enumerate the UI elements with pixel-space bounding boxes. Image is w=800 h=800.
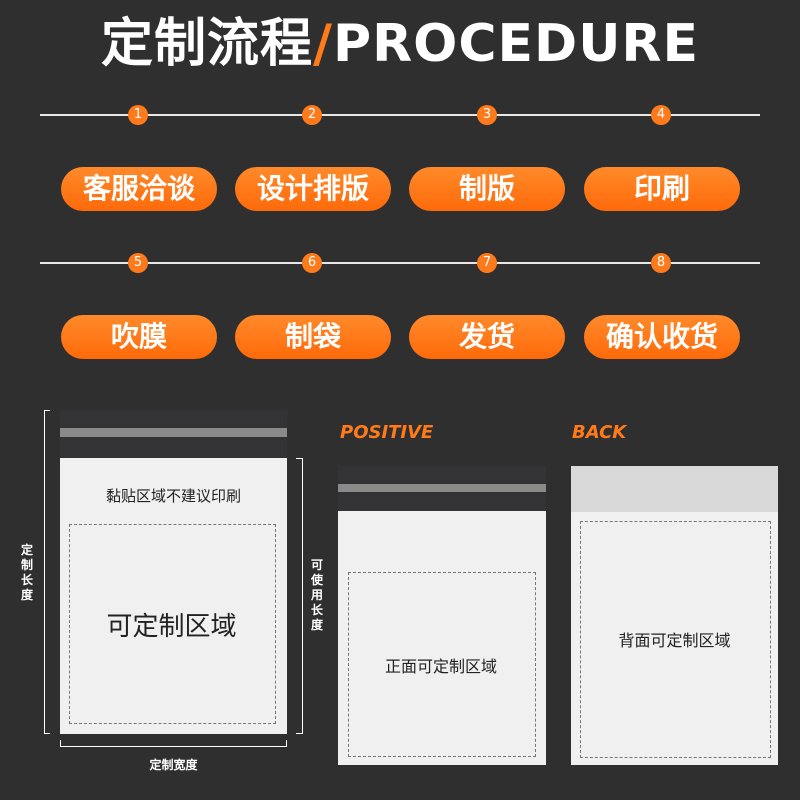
adhesive-strip [60, 428, 287, 437]
seal-note: 黏贴区域不建议印刷 [105, 487, 241, 505]
custom-area-label: 可定制区域 [106, 612, 237, 642]
width-bracket-left [60, 740, 61, 746]
width-bracket [60, 746, 287, 747]
page-title: 定制流程/PROCEDURE [0, 12, 800, 76]
step-number-8: 8 [651, 253, 671, 273]
step-pill-5: 吹膜 [61, 315, 217, 359]
positive-bag-body [338, 511, 546, 765]
back-bag-body [571, 512, 778, 765]
step-number-1: 1 [128, 105, 148, 125]
title-english: PROCEDURE [333, 14, 699, 74]
step-number-6: 6 [302, 253, 322, 273]
usable-bracket-bottom [296, 733, 302, 734]
back-flap [571, 466, 778, 512]
step-line-row-1 [40, 114, 760, 116]
step-pill-8: 确认收货 [584, 315, 740, 359]
length-bracket-bottom [44, 733, 50, 734]
step-number-5: 5 [128, 253, 148, 273]
length-bracket-top [44, 410, 50, 411]
positive-adhesive-strip [338, 484, 546, 492]
step-number-2: 2 [302, 105, 322, 125]
length-bracket [44, 410, 45, 734]
custom-area-box [69, 524, 276, 724]
back-area-label: 背面可定制区域 [618, 631, 731, 650]
step-number-4: 4 [651, 105, 671, 125]
usable-length-label: 可使用长度 [310, 558, 323, 632]
width-label: 定制宽度 [149, 758, 198, 772]
width-bracket-right [286, 740, 287, 746]
step-pill-1: 客服洽谈 [61, 167, 217, 211]
title-chinese: 定制流程 [100, 14, 313, 74]
step-pill-6: 制袋 [235, 315, 391, 359]
positive-area-box [348, 572, 536, 757]
step-number-7: 7 [477, 253, 497, 273]
step-number-3: 3 [477, 105, 497, 125]
back-heading: BACK [572, 422, 627, 443]
length-label: 定制长度 [20, 543, 33, 602]
step-pill-4: 印刷 [584, 167, 740, 211]
usable-length-bracket [302, 458, 303, 734]
step-pill-3: 制版 [409, 167, 565, 211]
step-pill-2: 设计排版 [235, 167, 391, 211]
positive-heading: POSITIVE [340, 422, 434, 443]
positive-area-label: 正面可定制区域 [384, 657, 497, 676]
back-area-box [580, 521, 771, 758]
step-pill-7: 发货 [409, 315, 565, 359]
usable-bracket-top [296, 458, 302, 459]
title-separator: / [313, 14, 333, 74]
step-line-row-2 [40, 262, 760, 264]
bag-body [60, 458, 287, 734]
